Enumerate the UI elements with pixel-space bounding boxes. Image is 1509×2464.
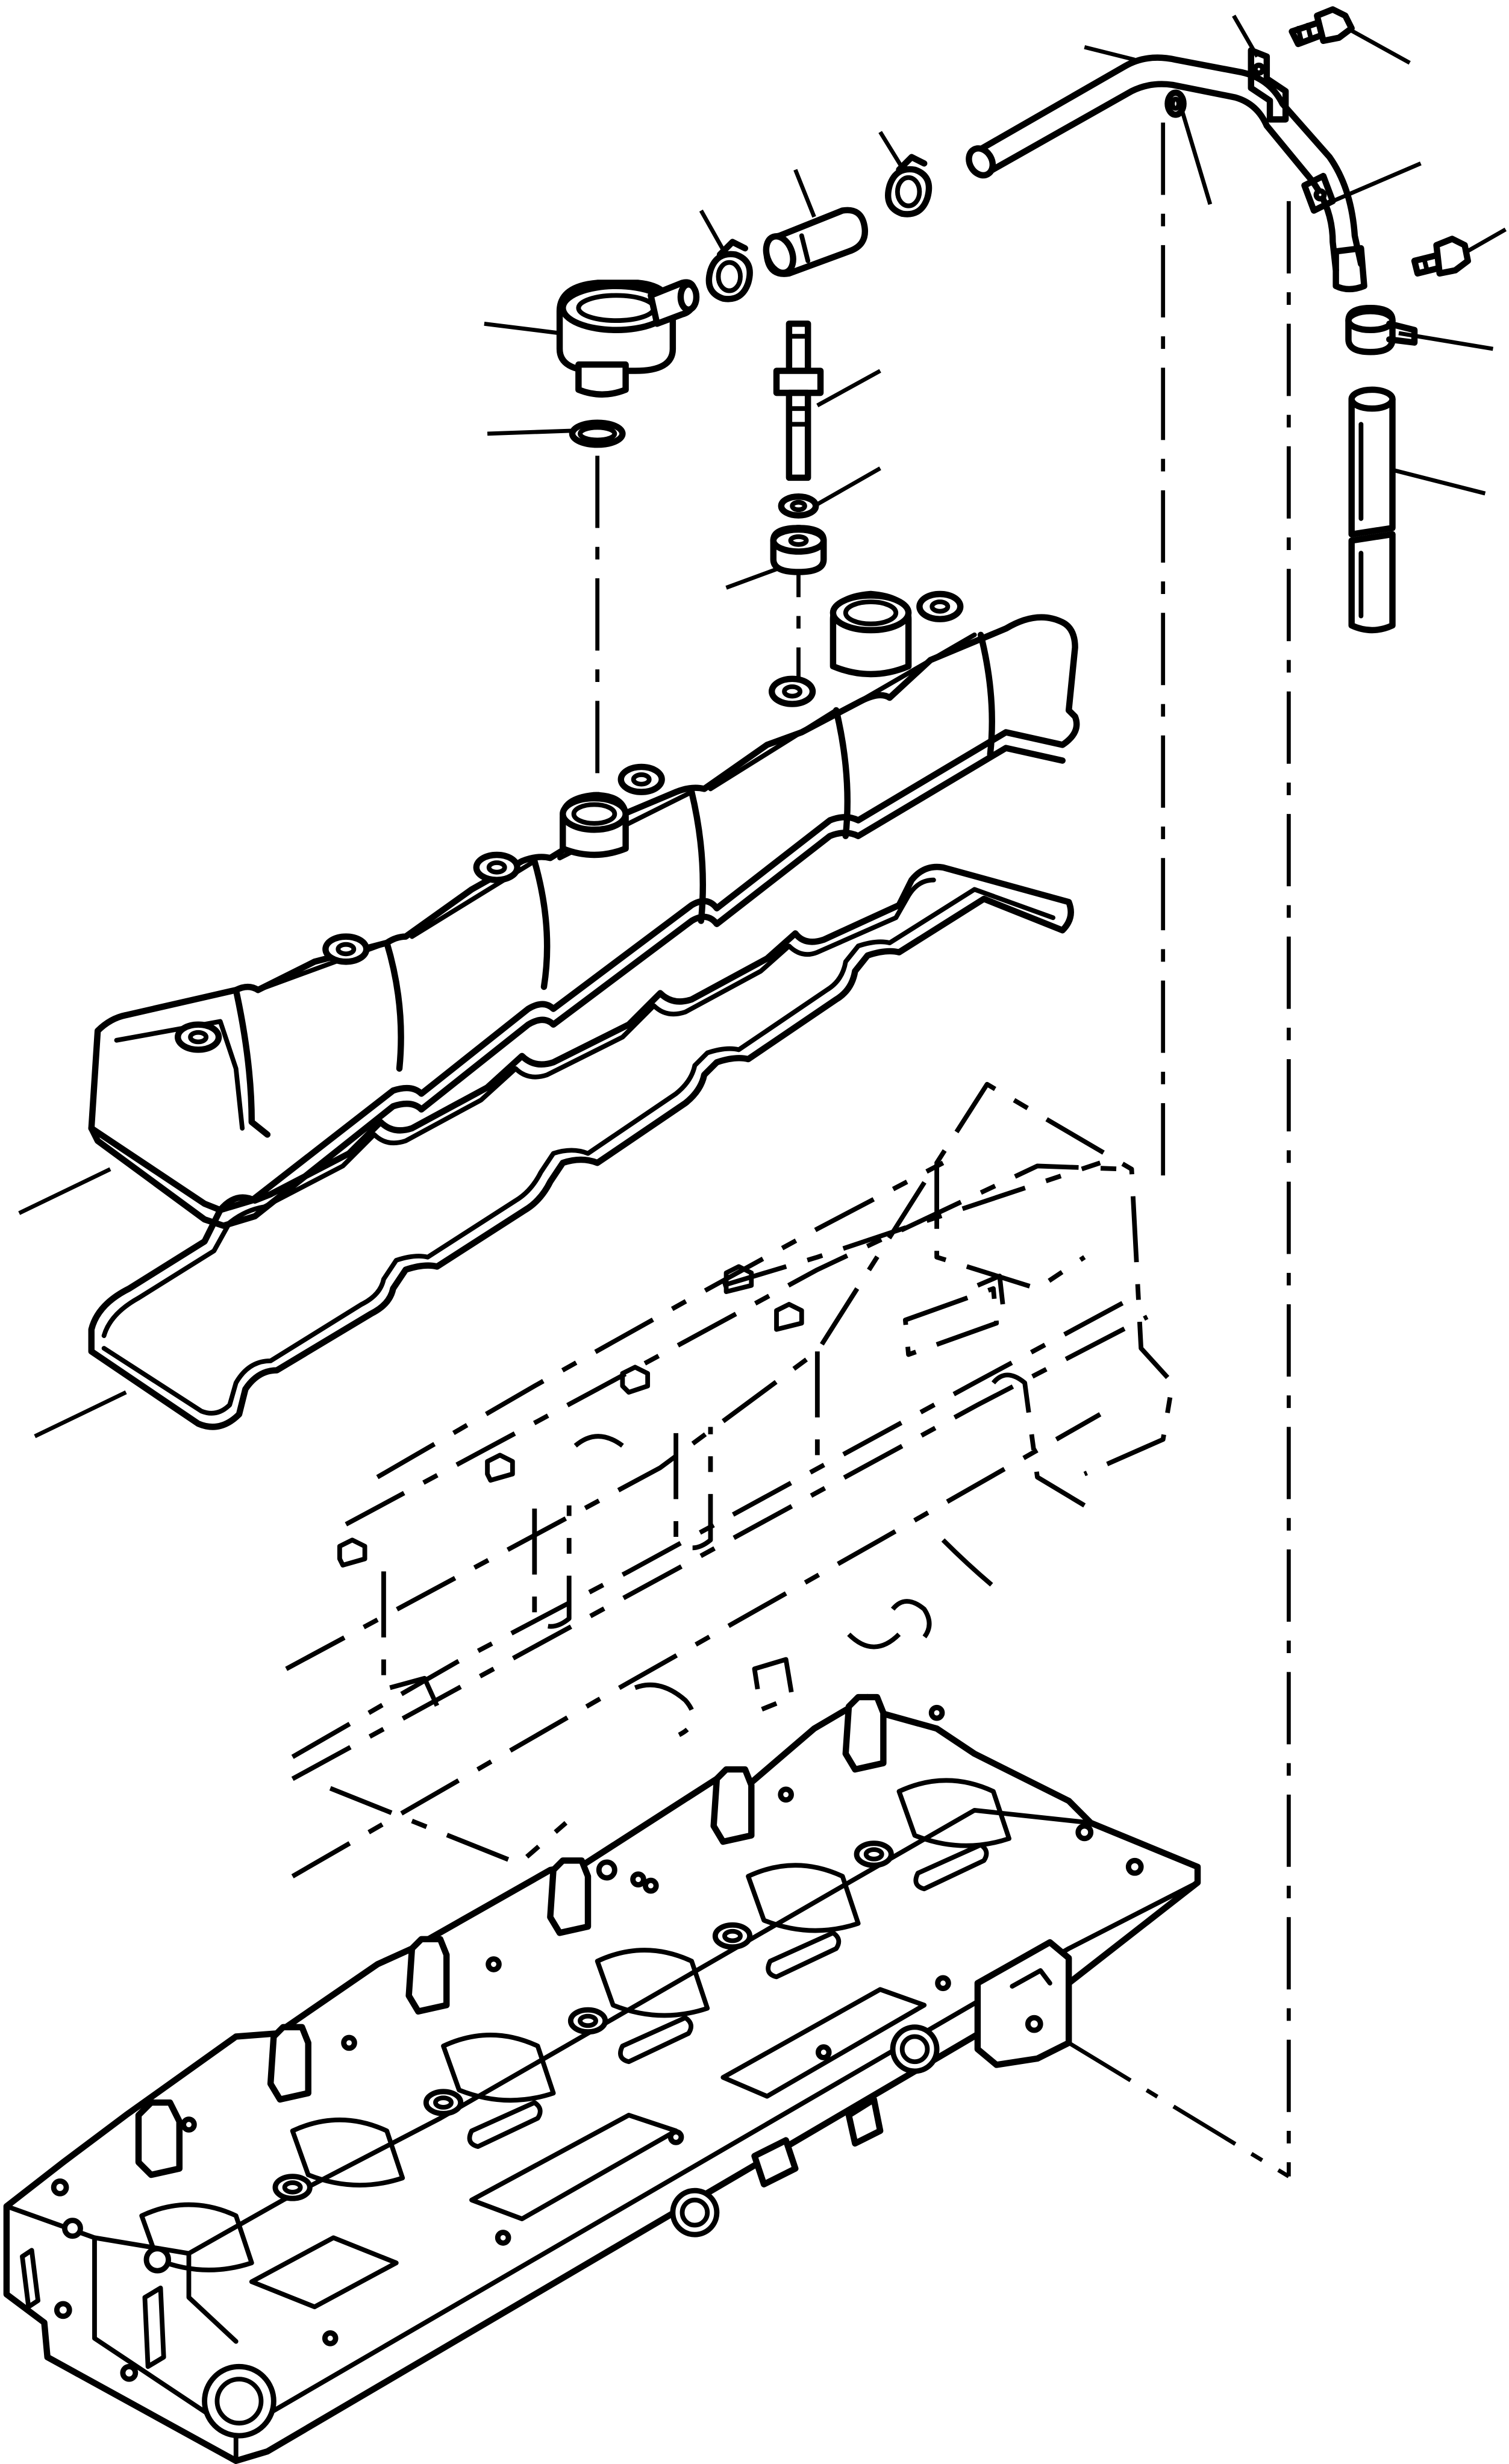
short-hose <box>763 207 869 277</box>
leader-bracket-washer <box>1179 109 1213 205</box>
valve-cover <box>88 590 1080 1229</box>
leader-drain-hose <box>1386 466 1486 496</box>
leader-o-ring <box>487 428 576 436</box>
leader-breather-tube <box>1084 45 1136 62</box>
leader-cover-stud <box>816 369 881 407</box>
leader-valve-cover-gasket <box>34 1390 127 1439</box>
cylinder-head <box>3 1693 1201 2464</box>
breather-tube <box>966 54 1367 293</box>
valve-cover-gasket <box>88 863 1074 1430</box>
bracket-bolt-side <box>1411 236 1471 277</box>
stud-washer <box>778 493 819 519</box>
o-ring <box>569 419 626 448</box>
drain-hose <box>1348 386 1396 634</box>
bracket-washer <box>1164 89 1187 118</box>
alignment-lines <box>595 122 1291 2178</box>
hose-clamp-lower <box>1345 305 1418 355</box>
bracket-bolt-top <box>1289 6 1355 48</box>
tube-bracket <box>1248 47 1336 214</box>
cover-stud <box>773 321 824 481</box>
isolator-grommet <box>770 525 827 575</box>
breather-cap <box>556 279 700 398</box>
hose-clamp-upper-right <box>885 154 933 217</box>
phantom-engine-block <box>285 1081 1175 1878</box>
leader-breather-cap <box>484 321 560 336</box>
leader-valve-cover <box>18 1167 111 1215</box>
hose-clamp-upper-left <box>705 239 753 302</box>
leader-stud-washer <box>813 466 881 508</box>
leader-short-hose <box>793 169 816 218</box>
